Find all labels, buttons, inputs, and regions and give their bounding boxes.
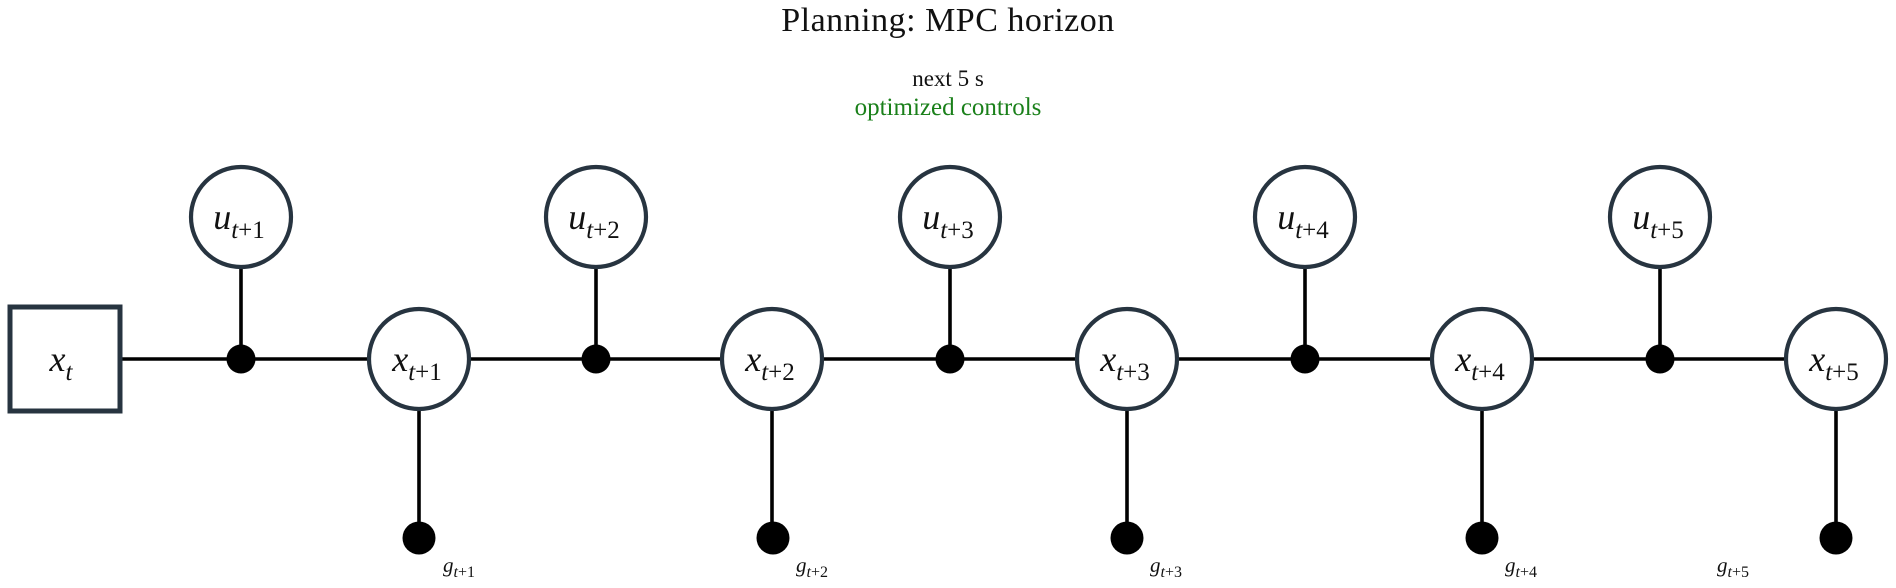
control-node [543,164,649,270]
state-node [1429,306,1535,412]
dynamics-factor-dot [226,344,256,374]
dynamics-factor-dot [581,344,611,374]
dynamics-factor-dot [935,344,965,374]
control-node-label: ut+1 [213,197,265,244]
goal-factor-dot [402,521,436,555]
control-node-label: ut+4 [1277,197,1329,244]
state-node [366,306,472,412]
state-node-label: xt+4 [1454,339,1505,386]
dynamics-factor-dot [1645,344,1675,374]
control-node-label: ut+2 [568,197,620,244]
goal-factor-dot [1110,521,1144,555]
goal-factor-label: gt+5 [1717,553,1749,581]
control-node [897,164,1003,270]
state-node [1074,306,1180,412]
dynamics-factor-dot [1290,344,1320,374]
current-state-node [7,304,123,414]
state-node-label: xt+2 [744,339,795,386]
current-state-node-label: xt [49,339,74,386]
goal-factor-label: gt+1 [443,553,475,581]
goal-factor-dot [756,521,790,555]
optimized-controls-label: optimized controls [854,94,1042,121]
goal-factor-dot [1819,521,1853,555]
control-node [1252,164,1358,270]
horizon-subtitle: next 5 s [912,66,984,91]
control-node [188,164,294,270]
control-node-label: ut+3 [922,197,974,244]
goal-factor-dot [1465,521,1499,555]
state-node [719,306,825,412]
control-node [1607,164,1713,270]
goal-factor-label: gt+4 [1505,553,1537,581]
control-node-label: ut+5 [1632,197,1684,244]
state-node-label: xt+3 [1099,339,1150,386]
state-node [1783,306,1889,412]
goal-factor-label: gt+3 [1150,553,1182,581]
state-node-label: xt+1 [391,339,442,386]
page-title: Planning: MPC horizon [781,2,1115,39]
state-node-label: xt+5 [1808,339,1859,386]
goal-factor-label: gt+2 [796,553,828,581]
